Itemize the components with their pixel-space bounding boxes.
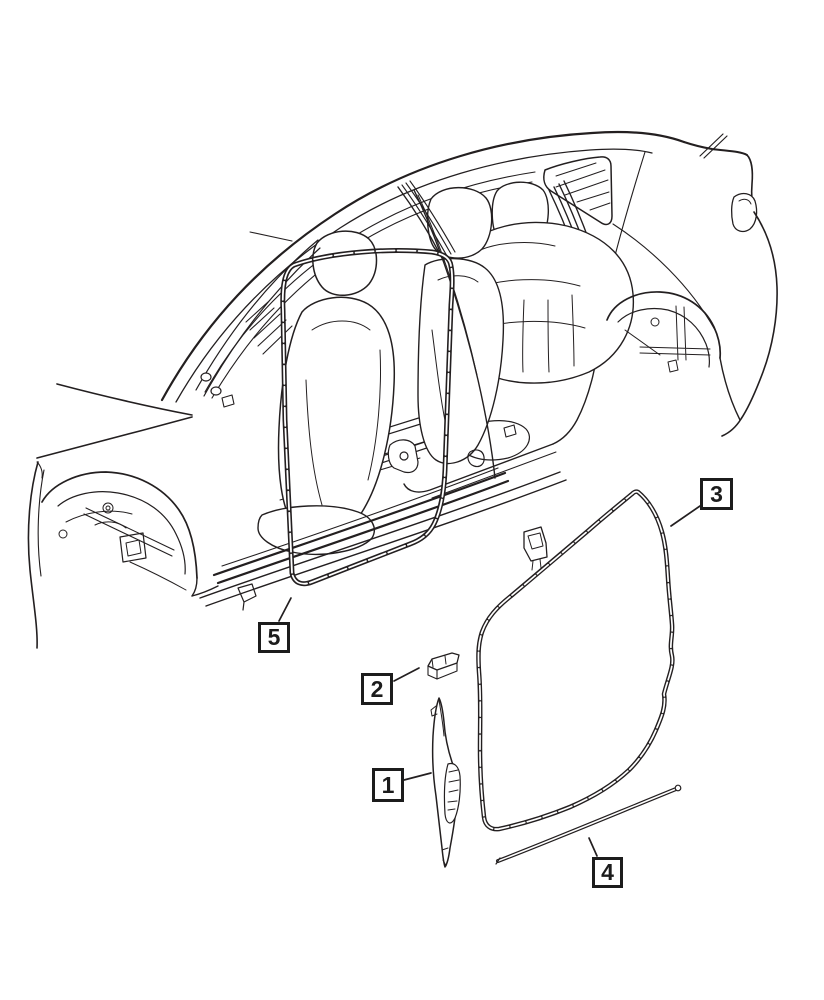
part-2-weatherstrip-clip[interactable] [427,652,460,680]
leader-line-4 [588,837,598,857]
part-5-door-opening-weatherstrip-on-body[interactable] [280,248,455,587]
car-body-line-art [27,130,778,649]
callout-number-3: 3 [710,480,723,507]
callout-number-5: 5 [267,624,281,650]
leader-line-2 [393,667,420,682]
part-3-door-weatherstrip-seal[interactable] [476,489,675,832]
callout-box-4[interactable]: 4 [592,857,623,888]
leader-line-1 [403,772,432,781]
part-1-b-pillar-weatherstrip[interactable] [430,697,461,868]
callout-number-2: 2 [370,675,384,702]
part-4-belt-molding-strip[interactable] [495,784,682,865]
leader-line-3 [670,505,701,527]
leader-line-5 [278,597,292,622]
callout-number-4: 4 [601,859,614,885]
callout-box-5[interactable]: 5 [258,622,290,653]
callout-box-2[interactable]: 2 [361,673,393,705]
callout-number-1: 1 [381,771,395,798]
callout-box-3[interactable]: 3 [700,478,733,510]
callout-box-1[interactable]: 1 [372,768,404,802]
callout-leader-lines [278,505,701,857]
